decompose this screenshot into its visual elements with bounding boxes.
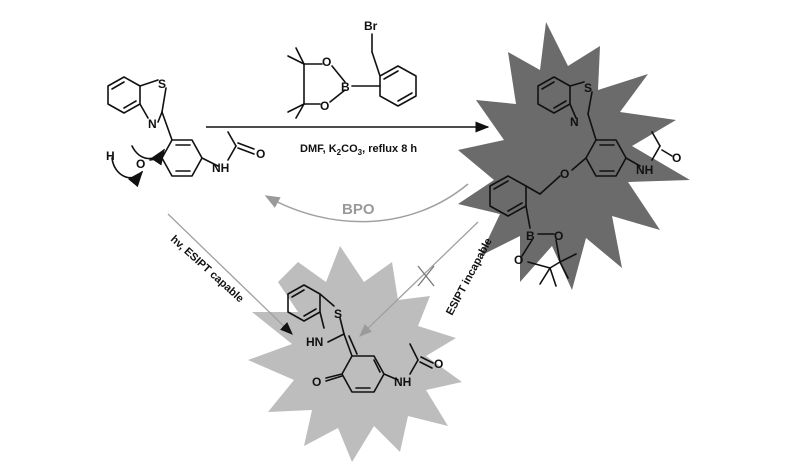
probe-nh: NH [636,163,653,177]
probe-s: S [584,81,592,95]
product-s: S [334,307,342,321]
reagent-structure: Br B O O [287,19,417,119]
probe-o-keto: O [672,151,681,165]
right-arrow-label: ESIPT incapable [444,236,495,317]
reagent-b: B [341,80,350,94]
start-h: H [106,149,115,163]
start-s: S [158,77,166,91]
start-n: N [148,117,157,131]
reverse-arrow [264,183,469,223]
start-nh: NH [212,161,229,175]
reagent-o-bottom: O [320,99,329,113]
probe-o: O [560,167,569,181]
light-starburst [248,246,462,462]
left-arrow-label: hv, ESIPT capable [168,233,246,305]
left-diagonal-arrow [167,213,293,335]
probe-o-2: O [514,253,523,267]
product-hn: HN [306,335,323,349]
start-structure: S N H O NH O [106,76,265,188]
probe-structure: S N O NH O B O O [489,76,681,287]
start-o-keto: O [256,147,265,161]
product-o: O [312,375,321,389]
product-nh: NH [394,375,411,389]
product-structure: S HN O NH O [287,284,443,393]
right-diagonal-arrow [359,221,479,337]
probe-b: B [526,229,535,243]
reagent-o-top: O [322,55,331,69]
start-o: O [136,157,145,171]
blocked-cross-b [417,265,435,287]
conditions-label: DMF, K2CO3, reflux 8 h [300,143,417,157]
dark-starburst [458,22,690,290]
reagent-br: Br [364,19,378,33]
probe-o-1: O [554,229,563,243]
product-o-keto: O [434,357,443,371]
reverse-label: BPO [342,201,375,218]
probe-n: N [570,115,579,129]
